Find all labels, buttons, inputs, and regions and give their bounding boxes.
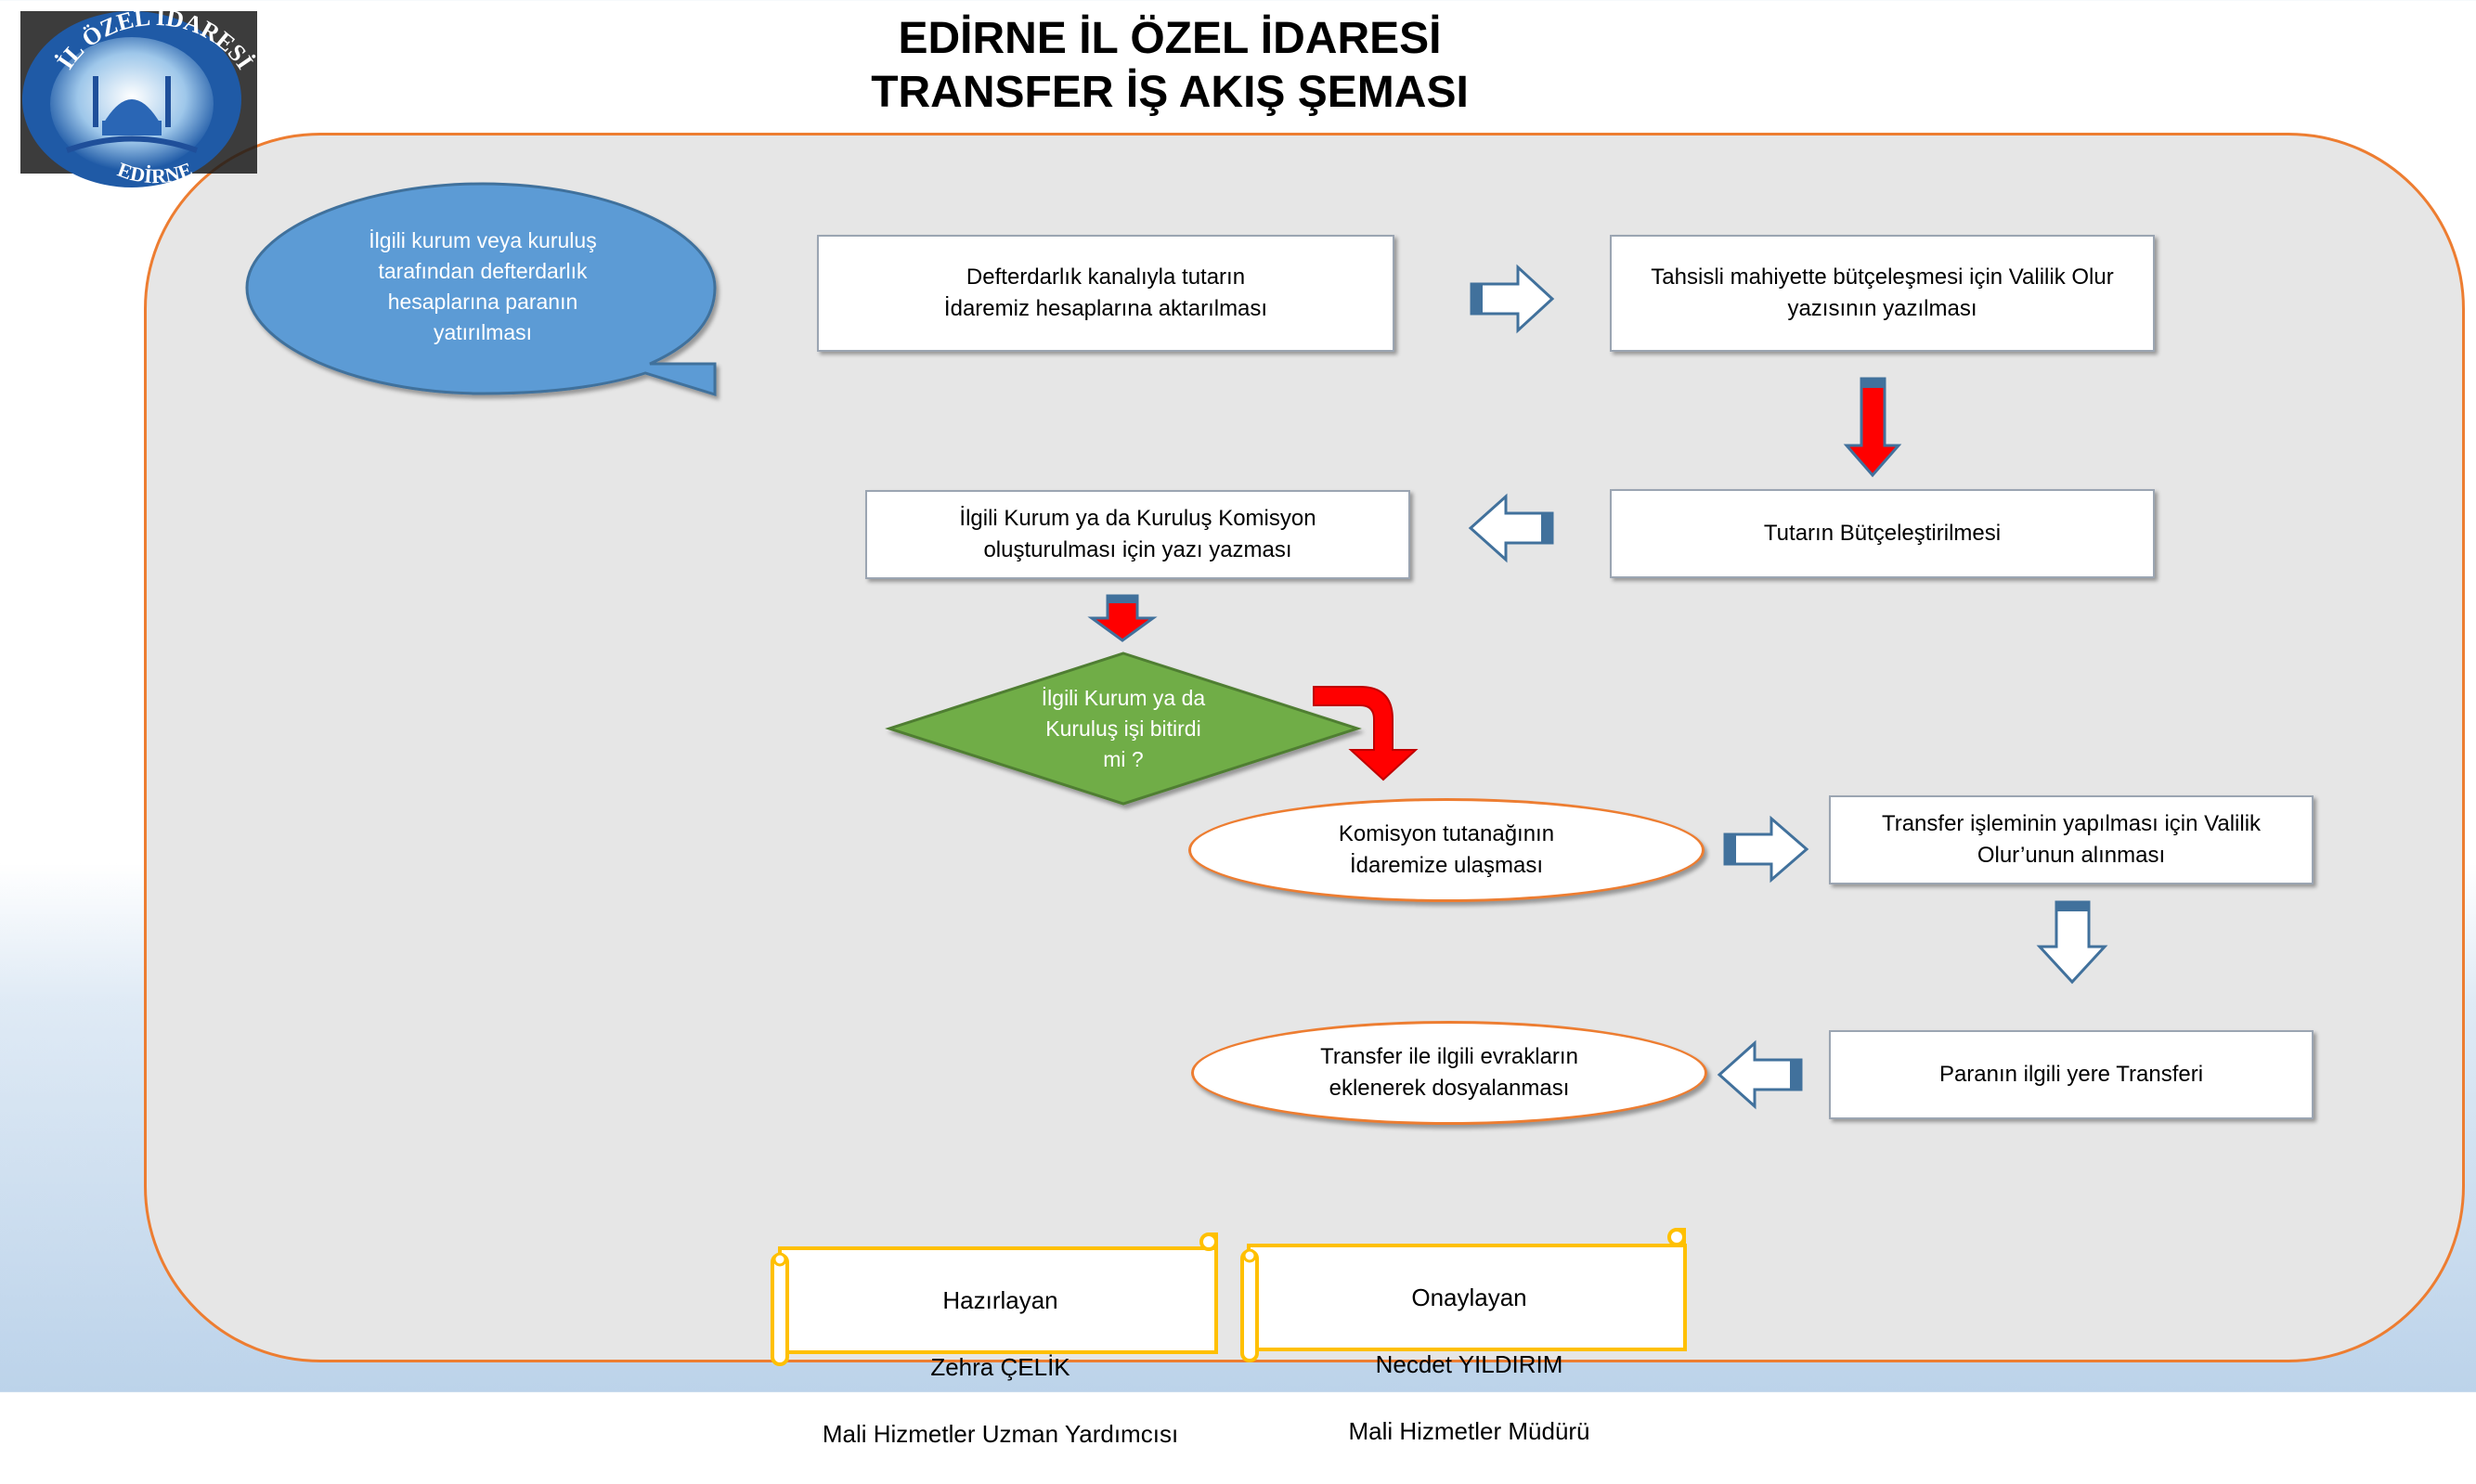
step-transfer-to-accounts: Defterdarlık kanalıyla tutarın İdaremiz …: [817, 235, 1394, 352]
arrow-left-icon: [1468, 493, 1554, 563]
prepared-title: Mali Hizmetler Uzman Yardımcısı: [822, 1420, 1179, 1448]
step-filing-documents: Transfer ile ilgili evrakların eklenerek…: [1191, 1021, 1707, 1125]
decision-diamond: [885, 652, 1362, 806]
step-valilik-approval-letter: Tahsisli mahiyette bütçeleşmesi için Val…: [1610, 235, 2155, 352]
prepared-scroll: [771, 1232, 1218, 1366]
step-money-transfer: Paranın ilgili yere Transferi: [1829, 1030, 2314, 1119]
approved-title: Mali Hizmetler Müdürü: [1348, 1417, 1590, 1445]
step-commission-report-label: Komisyon tutanağının İdaremize ulaşması: [1338, 821, 1555, 878]
approved-role: Onaylayan: [1411, 1284, 1527, 1311]
prepared-role: Hazırlayan: [942, 1286, 1058, 1314]
page-title: EDİRNE İL ÖZEL İDARESİ: [898, 14, 1442, 63]
arrow-down-icon: [1087, 594, 1158, 642]
step-filing-documents-label: Transfer ile ilgili evrakların eklenerek…: [1320, 1044, 1578, 1101]
start-callout: [245, 182, 717, 397]
start-callout-text: İlgili kurum veya kuruluş tarafından def…: [369, 228, 597, 344]
arrow-down-icon: [1843, 377, 1902, 478]
step-transfer-approval: Transfer işleminin yapılması için Valili…: [1829, 795, 2314, 884]
step-commission-report: Komisyon tutanağının İdaremize ulaşması: [1188, 798, 1705, 902]
arrow-right-icon: [1723, 815, 1809, 884]
arrow-down-icon: [2036, 900, 2108, 985]
prepared-block: Hazırlayan Zehra ÇELİK Mali Hizmetler Uz…: [789, 1250, 1212, 1484]
step-transfer-to-accounts-label: Defterdarlık kanalıyla tutarın İdaremiz …: [943, 265, 1268, 321]
arrow-bent-down-icon: [1313, 686, 1419, 781]
step-commission-letter-label: İlgili Kurum ya da Kuruluş Komisyon oluş…: [959, 506, 1316, 562]
step-commission-letter: İlgili Kurum ya da Kuruluş Komisyon oluş…: [865, 490, 1410, 579]
decision-label: İlgili Kurum ya da Kuruluş işi bitirdi m…: [1041, 686, 1206, 771]
step-budgeting-label: Tutarın Bütçeleştirilmesi: [1763, 521, 2002, 546]
page-subtitle: TRANSFER İŞ AKIŞ ŞEMASI: [871, 68, 1469, 117]
approved-name: Necdet YILDIRIM: [1375, 1350, 1563, 1378]
logo: İL ÖZEL İDARESİ EDİRNE: [20, 11, 258, 187]
approved-scroll: [1240, 1228, 1687, 1362]
step-valilik-approval-letter-label: Tahsisli mahiyette bütçeleşmesi için Val…: [1651, 265, 2114, 321]
approved-block: Onaylayan Necdet YILDIRIM Mali Hizmetler…: [1258, 1247, 1680, 1481]
arrow-left-icon: [1717, 1039, 1803, 1110]
arrow-right-icon: [1470, 264, 1555, 334]
diagram-shapes: [245, 182, 2108, 1366]
step-money-transfer-label: Paranın ilgili yere Transferi: [1938, 1062, 2204, 1087]
step-budgeting: Tutarın Bütçeleştirilmesi: [1610, 489, 2155, 578]
prepared-name: Zehra ÇELİK: [930, 1353, 1070, 1381]
step-transfer-approval-label: Transfer işleminin yapılması için Valili…: [1881, 811, 2262, 868]
